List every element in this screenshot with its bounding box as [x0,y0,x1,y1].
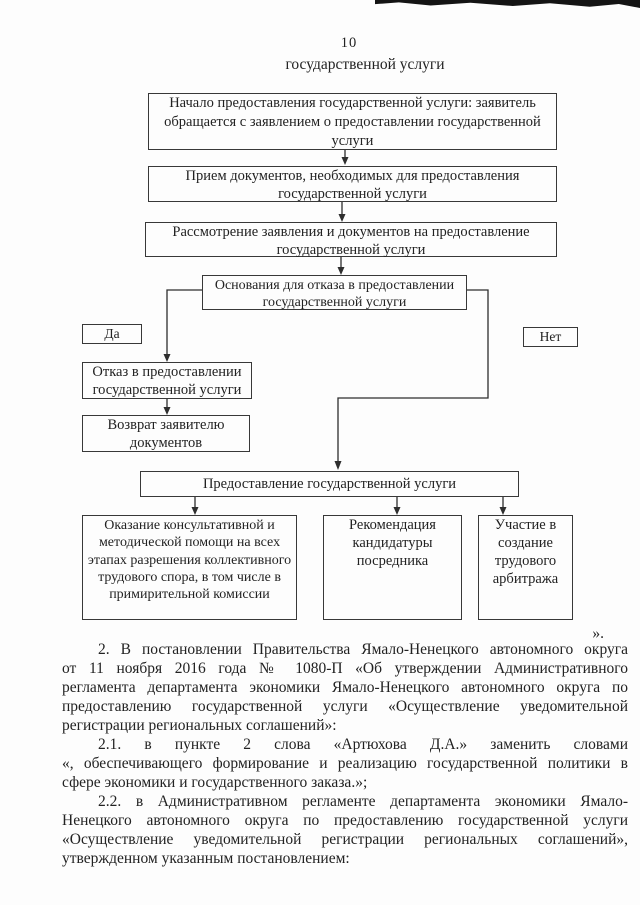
heading-continuation: государственной услуги [285,56,445,73]
flow-node-uchastie-arbitrazh: Участие в создание трудового арбитража [478,515,573,620]
flow-node-osnovaniya-otkaza: Основания для отказа в предоставлении го… [202,275,467,310]
flow-label-da: Да [82,324,142,344]
flow-label-net: Нет [523,327,578,347]
flow-node-start: Начало предоставления государственной ус… [148,93,557,150]
paragraph-2-1-line: 2.1. в пункте 2 слова «Артюхова Д.А.» за… [98,736,628,753]
paragraph-2-1-line: сфере экономики и государственного заказ… [62,774,368,791]
paragraph-2-2-line: Ненецкого автономного округа по предоста… [62,812,628,829]
paragraph-2-line: от 11 ноября 2016 года № 1080-П «Об утве… [62,660,628,677]
scan-artifact-bar [375,0,640,8]
flow-node-rassmotrenie: Рассмотрение заявления и документов на п… [145,222,557,258]
flow-node-vozvrat-dokumentov: Возврат заявителю документов [82,415,250,452]
flow-node-otkaz: Отказ в предоставлении государственной у… [82,362,252,399]
body-text: 2. В постановлении Правительства Ямало-Н… [62,640,628,868]
closing-quote-mark: ». [592,625,604,642]
flow-node-rekomendatsiya-posrednika: Рекомендация кандидатуры посредника [323,515,462,620]
paragraph-2-line: регламента департамента экономики Ямало-… [62,679,628,696]
paragraph-2-2-line: утвержденном указанным постановлением: [62,850,350,867]
flow-node-predostavlenie: Предоставление государственной услуги [140,471,519,497]
paragraph-2-2-line: 2.2. в Административном регламенте депар… [98,793,628,810]
flow-node-priem-dokumentov: Прием документов, необходимых для предос… [148,166,557,202]
paragraph-2-line: регистрации региональных соглашений»: [62,717,337,734]
flow-node-okazanie-pomoshchi: Оказание консультативной и методической … [82,515,297,620]
paragraph-2-1-line: «, обеспечивающего формирование и реализ… [62,755,628,772]
page-number: 10 [340,35,358,51]
paragraph-2-2-line: «Осуществление уведомительной регистраци… [62,831,628,848]
paragraph-2-line: 2. В постановлении Правительства Ямало-Н… [98,641,628,658]
paragraph-2-line: предоставлению государственной услуги «О… [62,698,628,715]
